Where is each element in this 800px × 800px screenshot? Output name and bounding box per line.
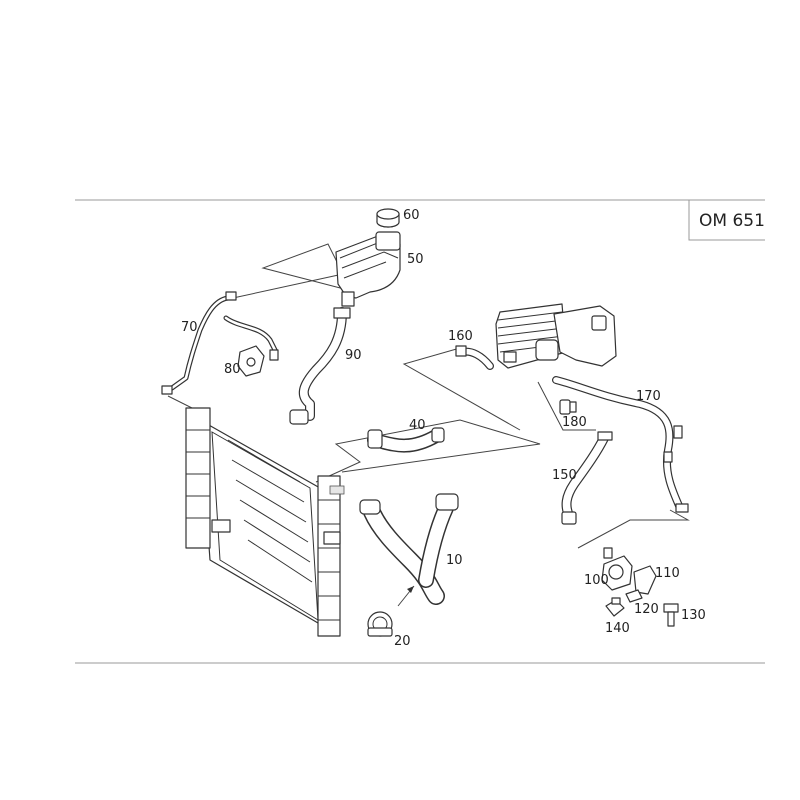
callout-80: 80 xyxy=(224,362,241,377)
callout-140: 140 xyxy=(605,621,630,636)
callout-180: 180 xyxy=(562,415,587,430)
oil-cooler-housing xyxy=(495,303,617,369)
vent-line xyxy=(161,291,279,395)
hose-fitting xyxy=(559,399,577,415)
callout-170: 170 xyxy=(636,389,661,404)
callout-20: 20 xyxy=(394,634,411,649)
expansion-tank-cap xyxy=(376,208,400,228)
clip xyxy=(237,345,265,377)
diagram-frame xyxy=(75,199,765,664)
callout-130: 130 xyxy=(681,608,706,623)
callout-120: 120 xyxy=(634,602,659,617)
callout-100: 100 xyxy=(584,573,609,588)
callout-50: 50 xyxy=(407,252,424,267)
hose-clamp xyxy=(367,611,393,637)
clip-120 xyxy=(625,589,643,603)
callout-90: 90 xyxy=(345,348,362,363)
coolant-hose-90 xyxy=(289,307,351,425)
coolant-hose-170 xyxy=(552,376,689,513)
callout-40: 40 xyxy=(409,418,426,433)
coolant-hose-40 xyxy=(367,427,445,453)
coolant-hose-160 xyxy=(455,345,494,370)
callout-10: 10 xyxy=(446,553,463,568)
bolt xyxy=(663,603,679,627)
expansion-tank xyxy=(335,231,401,307)
sensor xyxy=(605,597,625,617)
callout-160: 160 xyxy=(448,329,473,344)
callout-70: 70 xyxy=(181,320,198,335)
model-title: OM 651 xyxy=(699,211,765,231)
callout-150: 150 xyxy=(552,468,577,483)
water-pump xyxy=(601,547,633,591)
coolant-hose-10 xyxy=(359,493,459,607)
coolant-hose-150 xyxy=(561,431,613,525)
callout-60: 60 xyxy=(403,208,420,223)
radiator xyxy=(185,407,345,637)
leader-lines xyxy=(167,243,690,549)
bracket xyxy=(633,565,657,595)
callout-110: 110 xyxy=(655,566,680,581)
